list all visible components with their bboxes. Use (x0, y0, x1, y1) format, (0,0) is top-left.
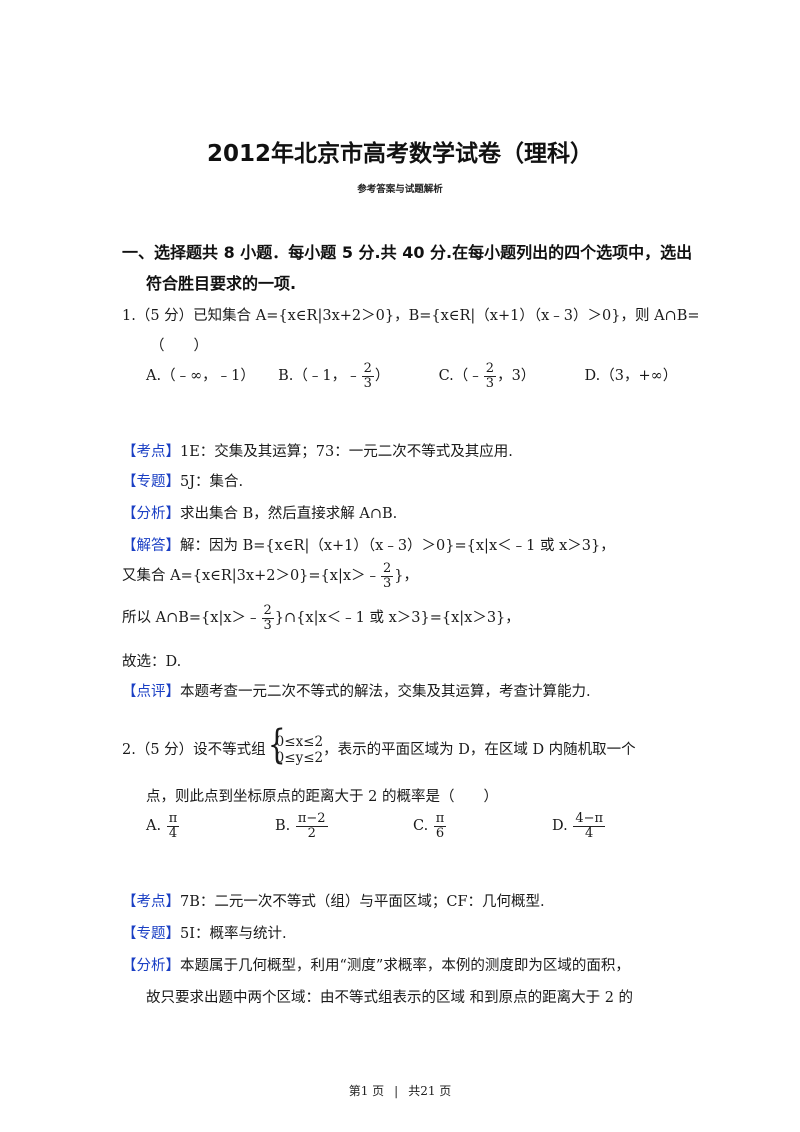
section-heading-line2: 符合胜目要求的一项. (146, 274, 297, 293)
a2-fenxi-line2: 故只要求出题中两个区域：由不等式组表示的区域 和到原点的距离大于 2 的 (146, 990, 634, 1006)
inequality-system: 0≤x≤20≤y≤2 (266, 734, 323, 766)
page-title: 2012年北京市高考数学试卷（理科） (206, 141, 593, 167)
q1-paren: （ ） (150, 338, 208, 354)
q2-stem-line2: 点，则此点到坐标原点的距离大于 2 的概率是（ ） (146, 789, 498, 805)
section-heading-line1: 一、选择题共 8 小题．每小题 5 分.共 40 分.在每小题列出的四个选项中，… (122, 243, 693, 262)
q1-stem: 1.（5 分）已知集合 A={x∈R|3x+2＞0}，B={x∈R|（x+1）（… (122, 308, 700, 324)
a1-guxuan: 故选：D. (122, 654, 182, 670)
q1-option-d: D.（3，+∞） (584, 368, 678, 385)
a2-kaodian: 【考点】7B：二元一次不等式（组）与平面区域；CF：几何概型. (122, 894, 545, 910)
page-number: 第1 页 (348, 1084, 385, 1098)
a1-dianping: 【点评】本题考查一元二次不等式的解法，交集及其运算，考查计算能力. (122, 684, 591, 700)
page-footer: 第1 页 | 共21 页 (0, 1082, 800, 1099)
q1-option-a: A.（﹣∞，﹣1） (146, 368, 255, 385)
page-total: 共21 页 (408, 1084, 452, 1098)
a1-zhuanti: 【专题】5J：集合. (122, 474, 244, 490)
footer-separator: | (394, 1084, 399, 1098)
a2-zhuanti: 【专题】5I：概率与统计. (122, 926, 287, 942)
a1-fenxi: 【分析】求出集合 B，然后直接求解 A∩B. (122, 506, 398, 522)
a1-jieda: 【解答】解：因为 B={x∈R|（x+1）（x﹣3）＞0}={x|x＜﹣1 或 … (122, 538, 615, 554)
q2-stem: 2.（5 分）设不等式组0≤x≤20≤y≤2，表示的平面区域为 D，在区域 D … (122, 734, 636, 766)
a2-fenxi: 【分析】本题属于几何概型，利用“测度”求概率，本例的测度即为区域的面积， (122, 958, 630, 974)
page-subtitle: 参考答案与试题解析 (357, 184, 443, 195)
a1-kaodian: 【考点】1E：交集及其运算；73：一元二次不等式及其应用. (122, 444, 513, 460)
